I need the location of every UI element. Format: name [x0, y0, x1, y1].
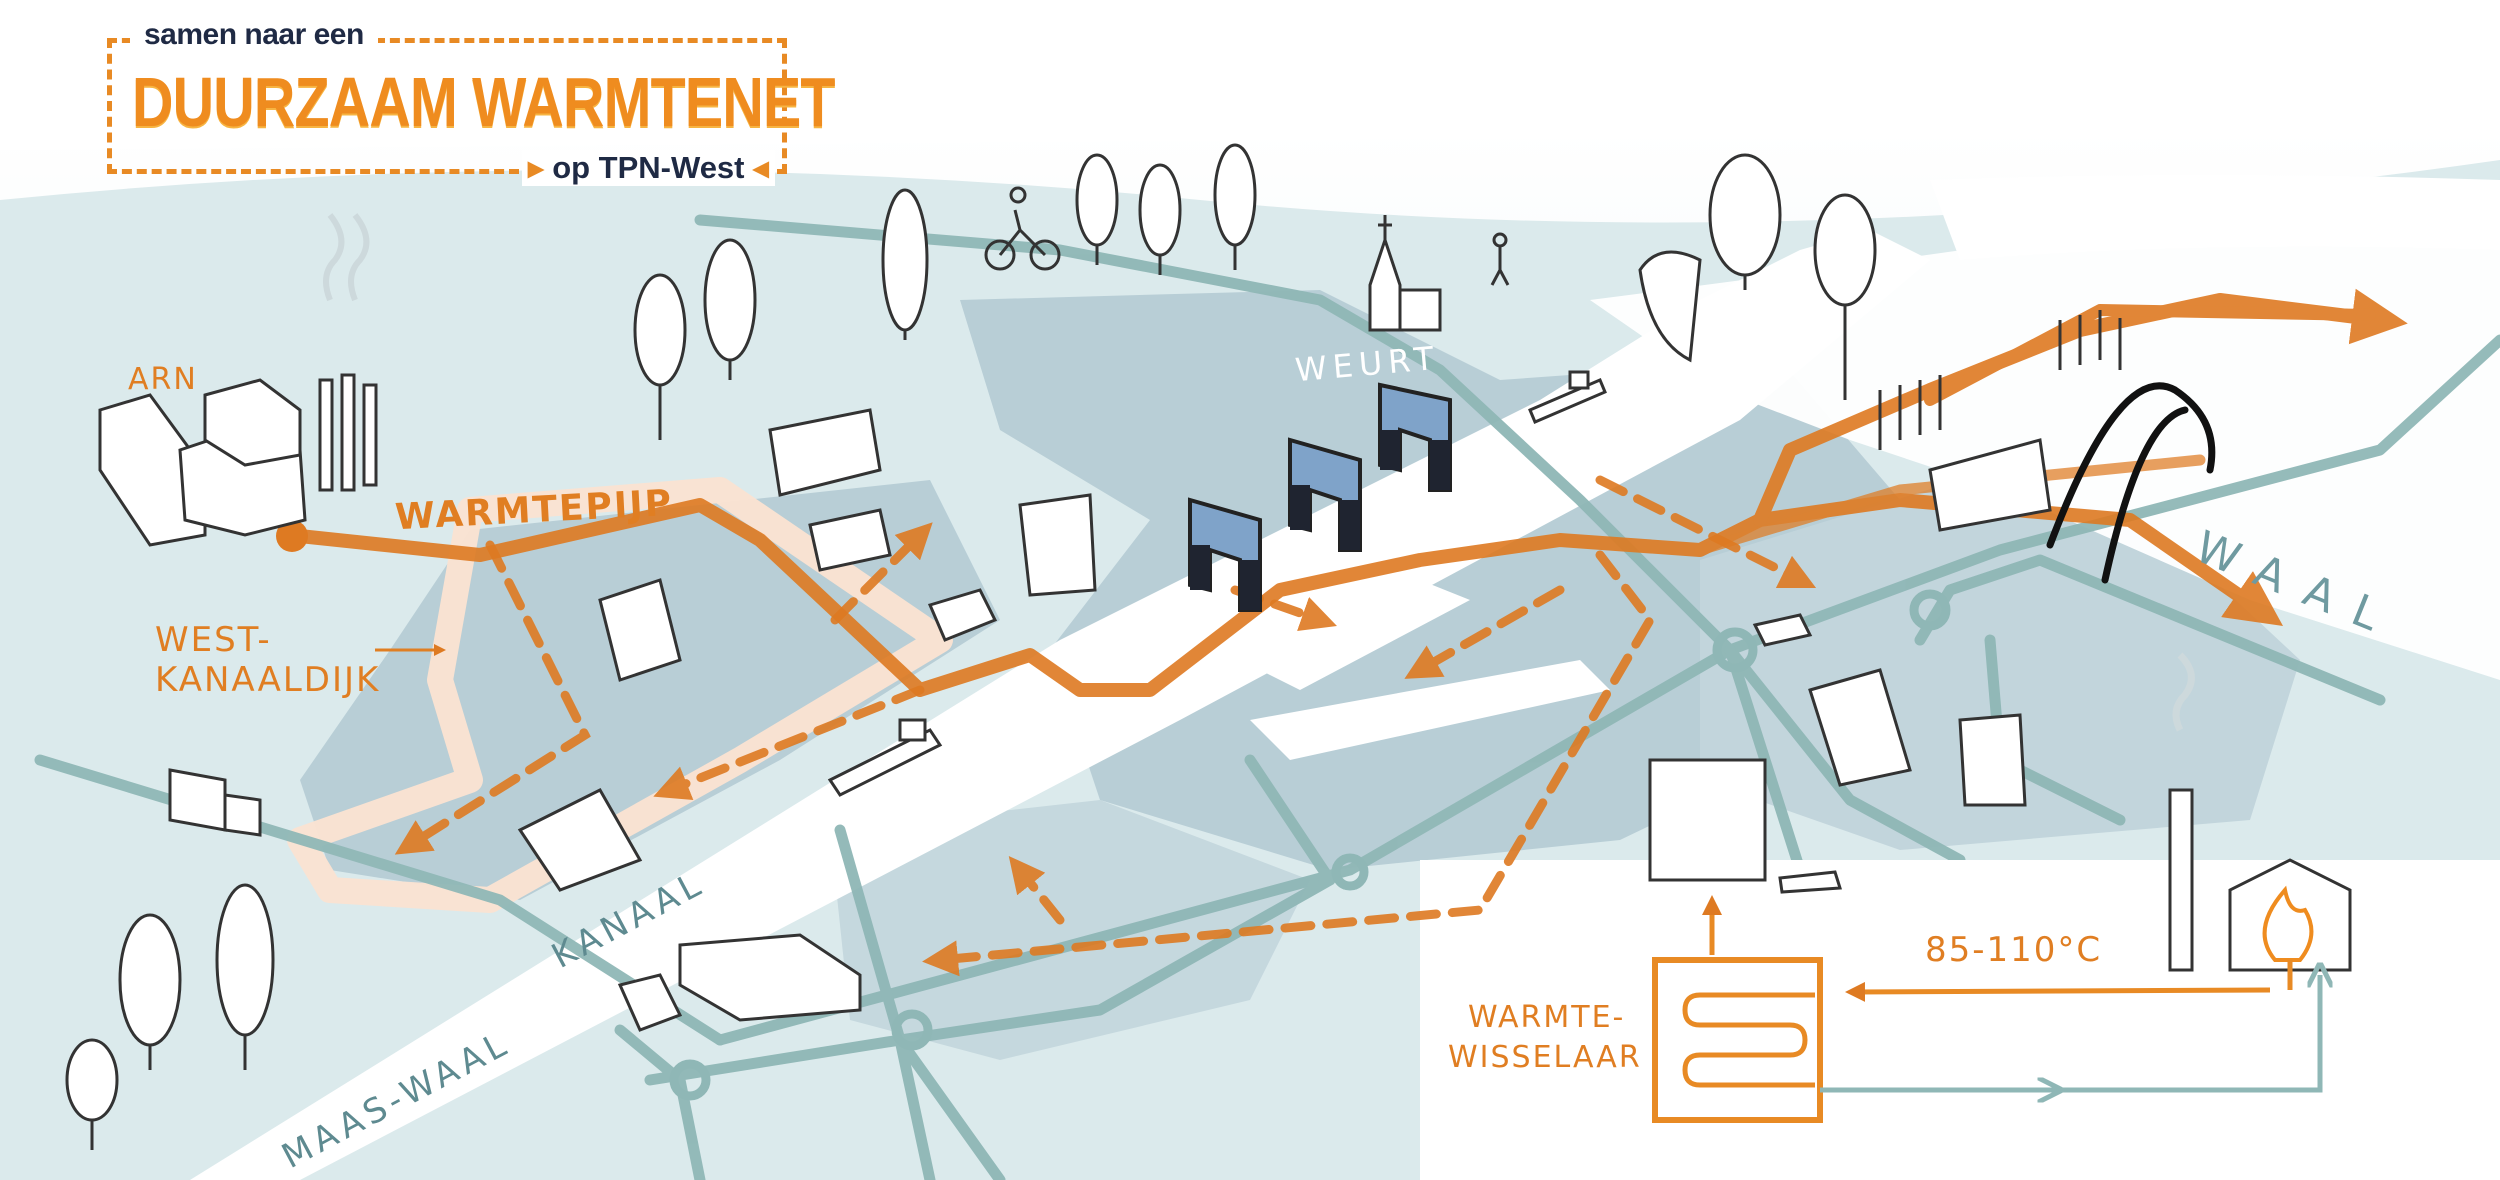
- car-icon: [1752, 613, 1813, 647]
- church-icon: [1368, 215, 1442, 332]
- label-temperature: 85-110°C: [1925, 930, 2103, 970]
- factory-icon: [98, 378, 307, 547]
- buildings: [517, 408, 2052, 1022]
- gate-icon: [1288, 437, 1362, 552]
- truck-icon: [617, 973, 683, 1032]
- heat-exchanger-icon: [1652, 895, 2320, 1123]
- bridge-icon: [2046, 382, 2216, 584]
- tree-icon: [118, 913, 182, 1070]
- label-warmtewisselaar-2: WISSELAAR: [1448, 1040, 1642, 1075]
- title-subtitle-bottom: ▸ op TPN-West ◂: [522, 150, 775, 186]
- arrow-left-icon: ◂: [753, 150, 769, 185]
- tree-icon: [1813, 193, 1877, 400]
- title-location: op TPN-West: [552, 150, 745, 185]
- truck-icon: [927, 588, 998, 642]
- title-frame: [107, 38, 787, 174]
- tree-icon: [881, 188, 929, 340]
- building-icon: [1958, 713, 2027, 807]
- ship-icon: [827, 718, 943, 797]
- building-icon: [598, 578, 682, 682]
- label-west-kanaaldijk-2: KANAALDIJK: [155, 660, 381, 700]
- weurt-gates: [1188, 382, 1452, 612]
- building-icon: [1648, 758, 1767, 882]
- building-icon: [768, 408, 882, 497]
- heat-pipe-main: [283, 288, 2408, 697]
- river-bank: [1930, 175, 2500, 260]
- ship-icon: [1528, 370, 1607, 424]
- tree-icon: [633, 273, 687, 440]
- building-icon: [1808, 668, 1912, 787]
- arrow-right-icon: ▸: [528, 150, 544, 185]
- maas-waal-canal: [190, 230, 1930, 1180]
- tree-icon: [1138, 163, 1182, 275]
- harbour-basin: [1240, 580, 1470, 690]
- tree-icon: [65, 1038, 119, 1150]
- tree-icon: [1075, 153, 1119, 265]
- label-arn: ARN: [128, 362, 198, 397]
- waal-river: [1590, 230, 2500, 680]
- building-icon: [678, 933, 862, 1022]
- heat-pipe-branches: [394, 475, 1817, 977]
- tree-icon: [1708, 153, 1782, 290]
- building-icon: [517, 788, 643, 892]
- chimney-icon: [318, 213, 378, 492]
- cyclist-icon: [984, 186, 1061, 271]
- car-icon: [1778, 870, 1842, 894]
- arn-connection-point: [276, 520, 308, 552]
- trees: [65, 143, 1877, 1150]
- walker-icon: [1490, 232, 1510, 286]
- tree-icon: [215, 883, 275, 1070]
- gate-icon: [1188, 497, 1262, 612]
- page-title: DUURZAAM WARMTENET: [132, 63, 835, 141]
- harbour-basin: [1250, 660, 1610, 760]
- label-west-kanaaldijk-1: WEST-: [155, 620, 272, 660]
- roundabouts: [669, 589, 1951, 1101]
- chimney-icon: [2168, 652, 2195, 972]
- reeds: [1878, 310, 2122, 450]
- tree-icon: [1213, 143, 1257, 270]
- tree-icon: [703, 238, 757, 380]
- building-icon: [1018, 493, 1097, 597]
- truck-icon: [168, 768, 262, 837]
- building-icon: [808, 508, 892, 572]
- title-subtitle-top: samen naar een: [130, 18, 378, 52]
- gate-icon: [1378, 382, 1452, 492]
- label-warmtewisselaar-1: WARMTE-: [1468, 1000, 1626, 1035]
- ship-icon: [1638, 250, 1702, 363]
- building-icon: [1928, 438, 2052, 532]
